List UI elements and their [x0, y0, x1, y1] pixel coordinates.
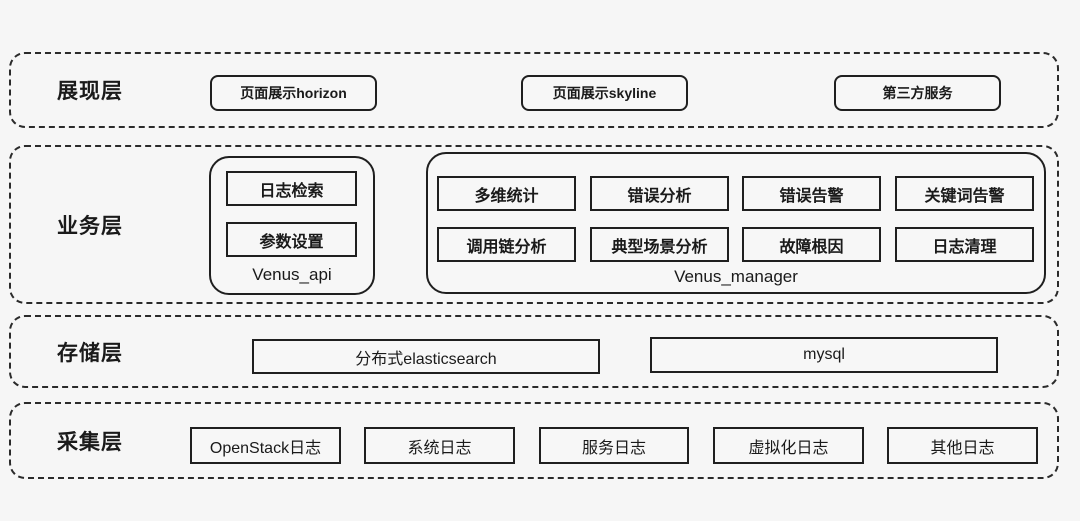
- box-third-party: 第三方服务: [834, 75, 1001, 111]
- layer-storage-label: 存储层: [57, 341, 123, 365]
- box-log-search: 日志检索: [226, 171, 357, 206]
- box-error-alert: 错误告警: [742, 176, 881, 211]
- box-typical-scenario: 典型场景分析: [590, 227, 729, 262]
- group-venus-api-label: Venus_api: [252, 265, 332, 284]
- box-virtualization-log: 虚拟化日志: [713, 427, 864, 464]
- group-venus-manager-label: Venus_manager: [674, 267, 798, 286]
- layer-collection: 采集层 OpenStack日志 系统日志 服务日志 虚拟化日志 其他日志: [9, 402, 1059, 479]
- box-other-log: 其他日志: [887, 427, 1038, 464]
- box-log-cleanup: 日志清理: [895, 227, 1034, 262]
- box-fault-root-cause: 故障根因: [742, 227, 881, 262]
- layer-presentation: 展现层 页面展示horizon 页面展示skyline 第三方服务: [9, 52, 1059, 128]
- box-multidim-stats: 多维统计: [437, 176, 576, 211]
- box-error-analysis: 错误分析: [590, 176, 729, 211]
- box-keyword-alert: 关键词告警: [895, 176, 1034, 211]
- box-tracing-analysis: 调用链分析: [437, 227, 576, 262]
- box-service-log: 服务日志: [539, 427, 689, 464]
- box-elasticsearch: 分布式elasticsearch: [252, 339, 600, 374]
- layer-business: 业务层 日志检索 参数设置 Venus_api 多维统计 错误分析 错误告警 关…: [9, 145, 1059, 304]
- group-venus-manager: 多维统计 错误分析 错误告警 关键词告警 调用链分析 典型场景分析 故障根因 日…: [426, 152, 1046, 294]
- box-system-log: 系统日志: [364, 427, 515, 464]
- layer-presentation-label: 展现层: [57, 80, 123, 103]
- box-param-settings: 参数设置: [226, 222, 357, 257]
- box-skyline: 页面展示skyline: [521, 75, 688, 111]
- box-horizon: 页面展示horizon: [210, 75, 377, 111]
- layer-collection-label: 采集层: [57, 430, 123, 454]
- group-venus-api: 日志检索 参数设置 Venus_api: [209, 156, 375, 295]
- box-mysql: mysql: [650, 337, 998, 373]
- layer-storage: 存储层 分布式elasticsearch mysql: [9, 315, 1059, 388]
- layer-business-label: 业务层: [57, 214, 123, 238]
- box-openstack-log: OpenStack日志: [190, 427, 341, 464]
